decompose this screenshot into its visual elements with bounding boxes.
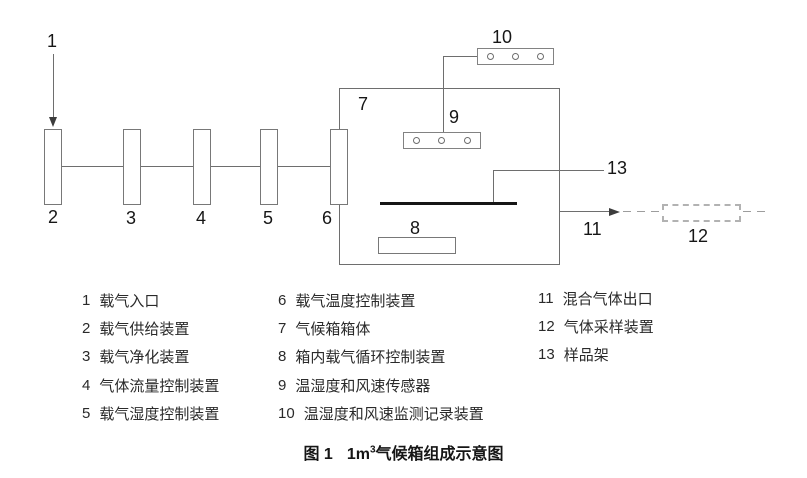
legend-item-number: 2 (82, 320, 91, 338)
legend-item-label: 气候箱箱体 (295, 321, 371, 339)
legend-item-label: 气体流量控制装置 (99, 377, 220, 395)
part-label-2: 2 (48, 207, 59, 227)
legend-item: 12 气体采样装置 (538, 312, 654, 340)
rack-pointer-line-horizontal (493, 170, 604, 171)
legend-column-3: 11 混合气体出口 12 气体采样装置 13 样品架 (538, 284, 654, 369)
legend-column-2: 6 载气温度控制装置 7 气候箱箱体 8 箱内载气循环控制装置 9 温湿度和风速… (278, 286, 484, 428)
sensor-cable-horizontal (443, 56, 477, 57)
indicator-dot-icon (487, 53, 494, 60)
monitor-recorder-strip (477, 48, 554, 65)
legend-item: 2 载气供给装置 (82, 314, 219, 342)
legend-column-1: 1 载气入口 2 载气供给装置 3 载气净化装置 4 气体流量控制装置 5 载气… (82, 286, 219, 428)
sensor-strip (403, 132, 481, 149)
legend-item-number: 11 (538, 289, 554, 307)
legend-item-number: 1 (82, 291, 91, 309)
part-label-13: 13 (607, 158, 628, 178)
legend-item-label: 载气温度控制装置 (295, 292, 416, 310)
carrier-gas-inlet-line (53, 54, 54, 119)
legend-item-label: 载气供给装置 (99, 321, 190, 339)
legend-item-number: 5 (82, 405, 91, 423)
figure-caption-number: 图 1 (303, 446, 333, 463)
legend-item: 10 温湿度和风速监测记录装置 (278, 400, 484, 428)
legend-item: 13 样品架 (538, 341, 654, 369)
circulation-control-box (378, 237, 456, 254)
flow-control-device-box (193, 129, 211, 205)
legend-item-label: 载气入口 (99, 292, 160, 310)
outlet-arrowhead-icon (609, 208, 620, 216)
rack-pointer-line-vertical (493, 170, 494, 203)
legend-item-number: 9 (278, 376, 287, 394)
legend-item: 4 气体流量控制装置 (82, 371, 219, 399)
part-label-12: 12 (688, 226, 709, 246)
part-label-11: 11 (583, 219, 602, 239)
legend-item: 6 载气温度控制装置 (278, 286, 484, 314)
humidity-control-device-box (260, 129, 278, 205)
figure-caption-volume-exponent: 3 (369, 444, 376, 456)
part-label-1: 1 (47, 31, 58, 51)
part-label-6: 6 (322, 208, 333, 228)
legend-item-number: 7 (278, 320, 287, 338)
legend-item-number: 12 (538, 318, 555, 336)
legend-item-label: 温湿度和风速监测记录装置 (303, 406, 484, 424)
part-label-4: 4 (196, 208, 207, 228)
legend-item-label: 载气湿度控制装置 (99, 406, 220, 424)
indicator-dot-icon (438, 137, 446, 144)
legend-item: 3 载气净化装置 (82, 343, 219, 371)
sampling-dashed-line-right (743, 211, 770, 212)
legend-item: 5 载气湿度控制装置 (82, 400, 219, 428)
legend-item: 1 载气入口 (82, 286, 219, 314)
legend-item-number: 8 (278, 348, 287, 366)
sampling-dashed-line-left (623, 211, 662, 212)
indicator-dot-icon (463, 137, 471, 144)
legend-item: 8 箱内载气循环控制装置 (278, 343, 484, 371)
part-label-3: 3 (126, 208, 137, 228)
indicator-dot-icon (413, 137, 421, 144)
part-label-7: 7 (358, 94, 369, 114)
legend-item: 7 气候箱箱体 (278, 314, 484, 342)
figure-caption-title: 气候箱组成示意图 (375, 446, 504, 463)
legend-item-label: 箱内载气循环控制装置 (295, 349, 446, 367)
part-label-5: 5 (263, 208, 274, 228)
part-label-8: 8 (410, 218, 421, 238)
legend-item-number: 3 (82, 348, 91, 366)
carrier-gas-inlet-arrowhead-icon (49, 117, 57, 127)
legend-item-number: 10 (278, 405, 295, 423)
legend-item-label: 气体采样装置 (563, 319, 654, 337)
legend-item-number: 6 (278, 291, 287, 309)
part-label-10: 10 (492, 27, 513, 47)
indicator-dot-icon (512, 53, 519, 60)
supply-device-box (44, 129, 62, 205)
legend-item-number: 13 (538, 346, 555, 364)
temperature-control-device-box (330, 129, 348, 205)
legend-item: 9 温湿度和风速传感器 (278, 371, 484, 399)
figure-caption-volume: 1m (346, 446, 370, 463)
legend-item-label: 温湿度和风速传感器 (295, 377, 431, 395)
legend-item-label: 载气净化装置 (99, 349, 190, 367)
sensor-cable-vertical (443, 56, 444, 132)
part-label-9: 9 (449, 107, 460, 127)
legend-item: 11 混合气体出口 (538, 284, 654, 312)
legend-item-number: 4 (82, 376, 91, 394)
purification-device-box (123, 129, 141, 205)
legend-item-label: 样品架 (563, 347, 609, 365)
figure-caption: 图 1 1m3气候箱组成示意图 (0, 440, 807, 464)
sample-rack (380, 202, 517, 205)
sampling-device-box (662, 204, 741, 222)
outlet-line (560, 211, 609, 212)
indicator-dot-icon (537, 53, 544, 60)
legend-item-label: 混合气体出口 (562, 290, 653, 308)
